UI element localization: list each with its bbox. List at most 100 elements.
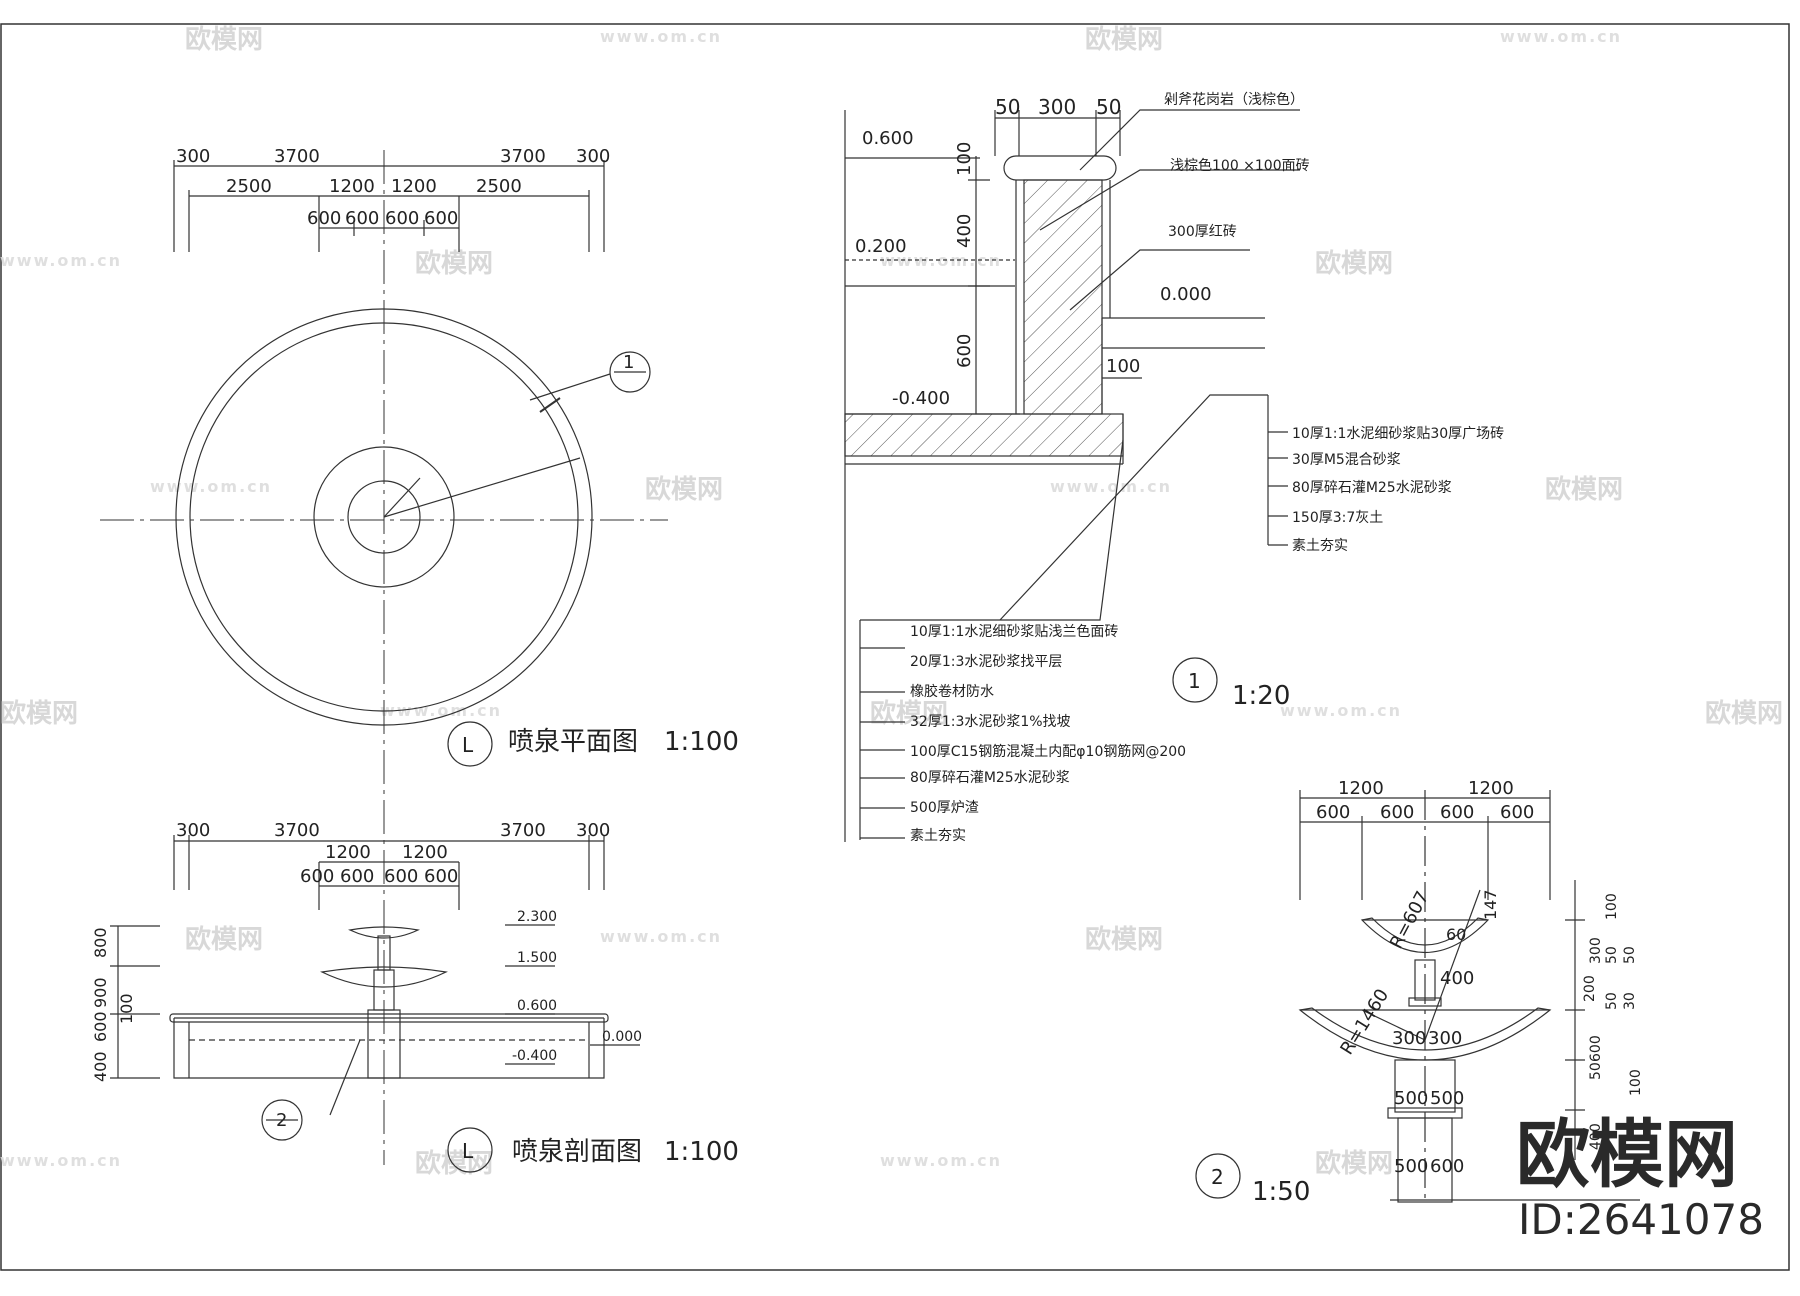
detail2-right-dim: 50 (1604, 992, 1620, 1010)
watermark-site: www.om.cn (1280, 701, 1402, 720)
detail2-scale: 1:50 (1252, 1177, 1310, 1207)
plan-title: 喷泉平面图 (508, 727, 638, 757)
detail2-dim-1200-left: 1200 (1338, 778, 1384, 799)
detail1-note-brick: 300厚红砖 (1168, 224, 1237, 240)
upper-bowl (348, 926, 420, 939)
detail2-right-dim: 200 (1582, 975, 1598, 1002)
plan-dim-300-right: 300 (576, 146, 610, 167)
detail1-right-layer-5: 素土夯实 (1292, 538, 1348, 554)
plan-scale: 1:100 (664, 727, 739, 757)
detail2-right-dim: 100 (1604, 893, 1620, 920)
detail2-inner-147: 147 (1481, 889, 1500, 920)
upper-shaft (377, 935, 391, 971)
callout-circle (609, 351, 651, 393)
detail1-level-0600: 0.600 (862, 128, 914, 149)
section-cut-mark (539, 397, 561, 413)
view-marker-circle (447, 721, 493, 767)
plan-dim-600: 600 (345, 208, 379, 229)
detail2-dim-600: 600 (1440, 802, 1474, 823)
plan-dim-600: 600 (424, 208, 458, 229)
section-dim-300-left: 300 (176, 820, 210, 841)
detail2-dim-600: 600 (1500, 802, 1534, 823)
detail2-inner-300: 300 (1392, 1028, 1426, 1049)
watermark-site: www.om.cn (0, 251, 122, 270)
watermark-brand: 欧模网 (1705, 698, 1783, 729)
detail-1-marker-circle (1172, 657, 1218, 703)
pedestal-outer-circle (313, 446, 455, 588)
watermark-brand: 欧模网 (1315, 1148, 1393, 1179)
detail1-bottom-layer-8: 素土夯实 (910, 828, 966, 844)
detail2-right-dim: 400 (1588, 1123, 1604, 1150)
plan-dim-2500-right: 2500 (476, 176, 522, 197)
detail2-right-dim: 50 (1588, 1062, 1604, 1080)
plan-dim-600: 600 (307, 208, 341, 229)
plan-labels: 300 3700 3700 300 2500 1200 1200 2500 60… (176, 146, 739, 757)
upper-bowl-section (1360, 917, 1490, 953)
detail1-level-0200: 0.200 (855, 236, 907, 257)
detail2-inner-500: 500 (1394, 1156, 1428, 1177)
section-dim-3700-left: 3700 (274, 820, 320, 841)
detail1-dim-50-left: 50 (995, 95, 1020, 119)
watermark-brand: 欧模网 (645, 474, 723, 505)
section-level-2300: 2.300 (517, 909, 557, 925)
detail1-note-tile: 浅棕色100 ×100面砖 (1170, 157, 1310, 174)
plan-dim-2500-left: 2500 (226, 176, 272, 197)
watermark-brand: 欧模网 (415, 1148, 493, 1179)
callout-leader (529, 373, 611, 401)
watermark-site: www.om.cn (1050, 477, 1172, 496)
leader (1079, 109, 1300, 171)
detail1-level-0000: 0.000 (1160, 284, 1212, 305)
section-marker-letter: L (462, 1139, 474, 1163)
detail2-right-dim: 50 (1622, 946, 1638, 964)
watermark-site: www.om.cn (0, 1151, 122, 1170)
detail1-side-dim-400: 400 (954, 214, 975, 248)
watermark-site: www.om.cn (150, 477, 272, 496)
section-dim-1200-left: 1200 (325, 842, 371, 863)
watermark-brand: 欧模网 (185, 924, 263, 955)
detail1-marker-number: 1 (1188, 669, 1201, 693)
detail1-bottom-layer-2: 20厚1:3水泥砂浆找平层 (910, 654, 1062, 670)
detail1-bottom-layer-3: 橡胶卷材防水 (910, 683, 994, 700)
detail1-bottom-layer-4: 32厚1:3水泥砂浆1%找坡 (910, 714, 1071, 730)
detail1-bottom-layer-5: 100厚C15钢筋混凝土内配φ10钢筋网@200 (910, 743, 1186, 760)
watermark-site: www.om.cn (1500, 27, 1622, 46)
detail1-side-dim-100: 100 (954, 142, 975, 176)
lower-bowl (320, 966, 448, 988)
plan-dim-300-left: 300 (176, 146, 210, 167)
detail1-dim-100: 100 (1106, 356, 1140, 377)
section-level-0000: 0.000 (602, 1029, 642, 1045)
detail2-marker-number: 2 (1211, 1165, 1224, 1189)
leader (860, 439, 1124, 621)
detail2-inner-500: 500 (1430, 1088, 1464, 1109)
watermark-brand: 欧模网 (1085, 924, 1163, 955)
watermark-site: www.om.cn (600, 927, 722, 946)
radius-line (383, 477, 421, 518)
detail2-inner-600: 600 (1430, 1156, 1464, 1177)
brick-wall (1023, 179, 1103, 415)
basin-coping (169, 1013, 609, 1023)
section-left-dim-900: 900 (91, 977, 110, 1008)
detail1-dim-50-right: 50 (1096, 95, 1121, 119)
section-dim-3700-right: 3700 (500, 820, 546, 841)
section-level-1500: 1.500 (517, 950, 557, 966)
detail1-right-layer-2: 30厚M5混合砂浆 (1292, 452, 1401, 468)
watermark-site: www.om.cn (880, 251, 1002, 270)
section-view (110, 835, 640, 1173)
plan-view (100, 150, 668, 1165)
watermark-layer: 欧模网 欧模网 www.om.cn www.om.cn 欧模网 欧模网 www.… (0, 24, 1783, 1179)
section-left-dim-800: 800 (91, 927, 110, 958)
detail-2-marker-circle (1195, 1153, 1241, 1199)
detail2-inner-300: 300 (1428, 1028, 1462, 1049)
section-left-dim-100: 100 (117, 993, 136, 1024)
section-level-minus0400: -0.400 (512, 1048, 557, 1064)
detail1-bottom-layer-6: 80厚碎石灌M25水泥砂浆 (910, 770, 1070, 786)
brand-logo-text: 欧模网 (1516, 1112, 1738, 1198)
watermark-brand: 欧模网 (415, 248, 493, 279)
lower-bowl-section (1298, 1007, 1552, 1061)
watermark-brand: 欧模网 (1085, 24, 1163, 55)
plan-dim-1200-right: 1200 (391, 176, 437, 197)
detail2-radius-1460: R=1460 (1336, 985, 1393, 1058)
detail1-bottom-layer-7: 500厚炉渣 (910, 800, 979, 816)
detail2-dim-600: 600 (1380, 802, 1414, 823)
